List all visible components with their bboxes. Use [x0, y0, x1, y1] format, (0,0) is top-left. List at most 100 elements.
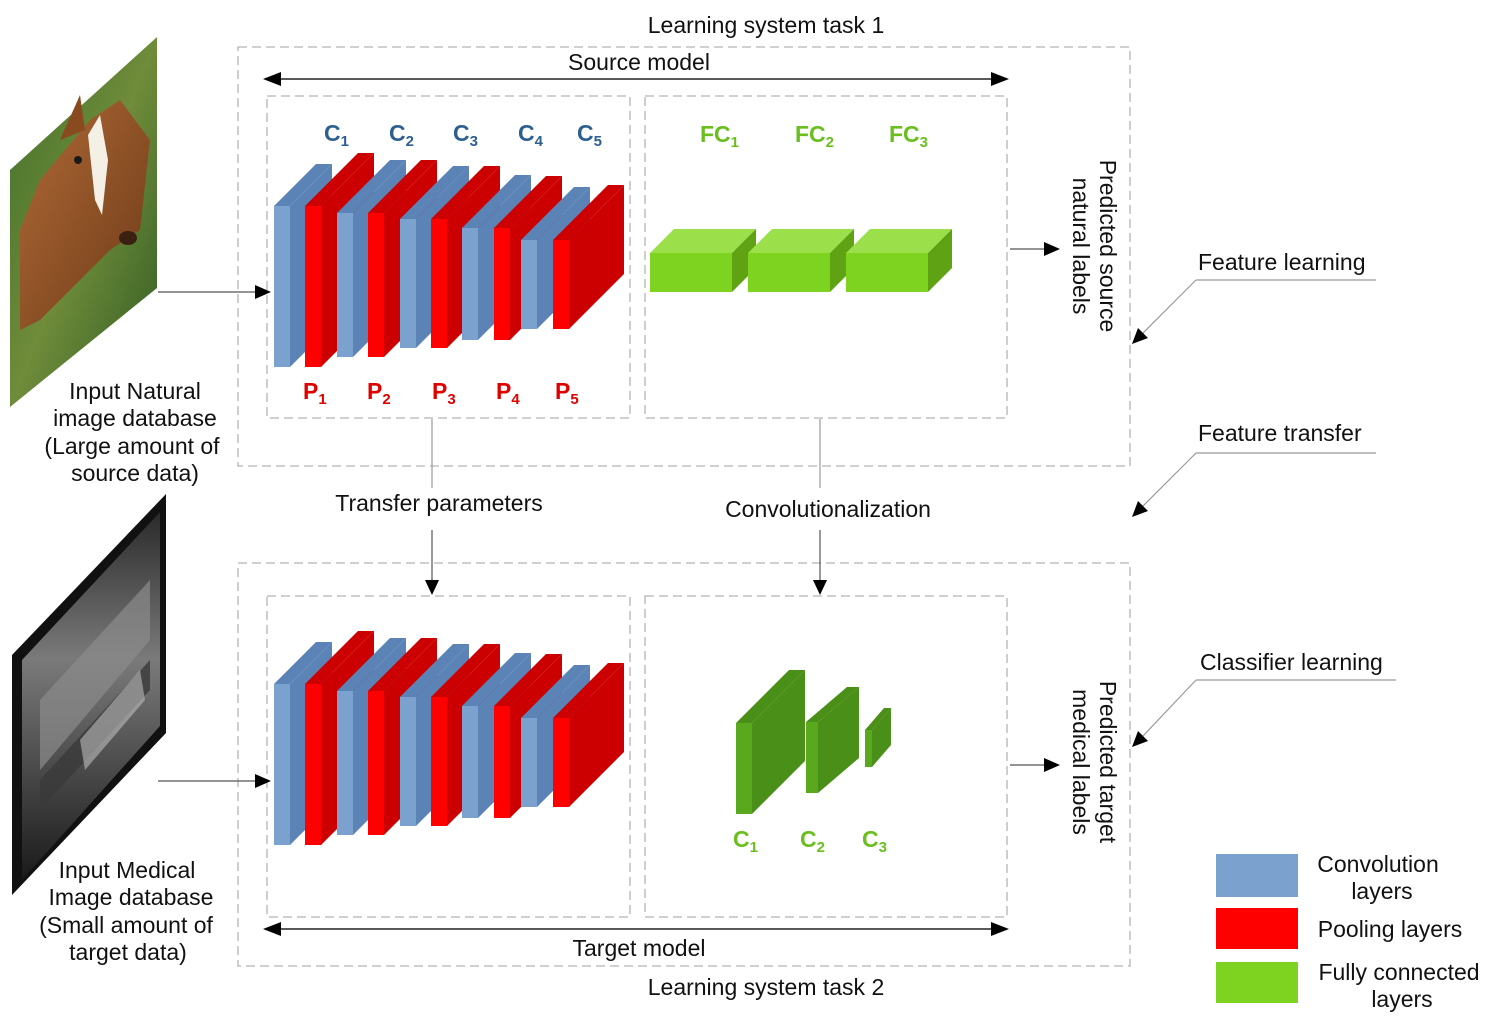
task1-box — [237, 46, 1131, 467]
legend-fc-label-2: layers — [1371, 986, 1432, 1012]
label-c5: C5 — [577, 120, 602, 150]
label-fc1: FC1 — [700, 121, 739, 151]
pool-layer-1-front — [305, 684, 321, 845]
pool-layer-5-front — [553, 718, 569, 807]
conv-layer-5-top — [521, 665, 590, 718]
target-conv-block-3-top — [865, 708, 891, 730]
transfer-parameters-label: Transfer parameters — [335, 490, 543, 516]
target-conv-block-3-side — [872, 708, 891, 767]
label-tc3: C3 — [862, 826, 887, 856]
conv-layer-4-top — [462, 175, 531, 228]
pool-layer-3-front — [431, 697, 447, 826]
conv-layer-2-front — [337, 213, 353, 357]
pool-layer-3-top — [431, 166, 500, 219]
convolutionalization-label: Convolutionalization — [725, 496, 931, 522]
conv-layer-1-front — [274, 206, 290, 367]
label-p3: P3 — [432, 378, 456, 408]
convolutionalization-connector — [813, 419, 827, 595]
conv-layer-3-front — [400, 219, 416, 348]
conv-layer-1-top — [274, 642, 332, 684]
source-fc-box — [644, 95, 1008, 419]
pool-layer-5-side — [569, 185, 624, 329]
pool-layer-4-top — [494, 176, 562, 228]
target-c-box — [644, 595, 1008, 918]
target-model-arrow — [263, 922, 1009, 936]
output-arrow-source — [1010, 242, 1060, 256]
conv-layer-4-front — [462, 706, 478, 818]
conv-layer-5-top — [521, 187, 590, 240]
legend-fc-label: Fully connected — [1318, 959, 1479, 985]
conv-layer-1-front — [274, 684, 290, 845]
label-c2: C2 — [389, 120, 414, 150]
fc-labels: FC1 FC2 FC3 — [700, 121, 928, 151]
ultrasound-image — [12, 494, 166, 895]
label-p1: P1 — [303, 378, 327, 408]
target-model-label: Target model — [573, 935, 706, 961]
label-tc2: C2 — [800, 826, 825, 856]
conv-layer-3-top — [400, 166, 469, 219]
pool-layer-1-front — [305, 206, 321, 367]
target-c-labels: C1 C2 C3 — [733, 826, 887, 856]
pool-layer-4-front — [494, 228, 510, 340]
fc-block-2-front — [748, 253, 830, 292]
fc-block-1-front — [650, 253, 732, 292]
task1-title: Learning system task 1 — [648, 12, 885, 38]
source-conv-labels: C1 C2 C3 C4 C5 — [324, 120, 602, 150]
feature-transfer-callout: Feature transfer — [1132, 420, 1376, 517]
feature-transfer-label: Feature transfer — [1198, 420, 1362, 446]
task2-box — [237, 562, 1131, 967]
svg-text:Input Natural: Input Natural — [69, 378, 201, 404]
target-conv-pool-stack — [274, 631, 624, 845]
classifier-learning-callout: Classifier learning — [1132, 649, 1396, 747]
feature-learning-callout: Feature learning — [1132, 249, 1376, 344]
pool-layer-2-top — [368, 160, 437, 213]
source-pool-labels: P1 P2 P3 P4 P5 — [303, 378, 579, 408]
pool-layer-5-front — [553, 240, 569, 329]
fc-block-2-top — [748, 229, 854, 253]
legend-pooling-label: Pooling layers — [1318, 916, 1462, 942]
conv-layer-5-front — [521, 240, 537, 329]
fc-block-1-top — [650, 229, 756, 253]
pool-layer-2-front — [368, 691, 384, 835]
pool-layer-3-front — [431, 219, 447, 348]
pool-layer-2-front — [368, 213, 384, 357]
conv-layer-2-top — [337, 638, 406, 691]
transfer-parameters-connector — [425, 419, 439, 595]
pool-layer-1-top — [305, 153, 374, 206]
svg-text:Predicted source: Predicted source — [1095, 160, 1121, 333]
svg-text:target data): target data) — [69, 939, 187, 965]
input-natural-label: Input Natural image database (Large amou… — [44, 378, 220, 486]
label-fc3: FC3 — [889, 121, 928, 151]
conv-layer-2-front — [337, 691, 353, 835]
input-arrow-natural — [158, 285, 271, 299]
pool-layer-4-front — [494, 706, 510, 818]
input-medical-label: Input Medical Image database (Small amou… — [39, 857, 213, 965]
svg-text:image database: image database — [53, 405, 217, 431]
legend-convolution-label-2: layers — [1351, 878, 1412, 904]
legend-swatch-fully-connected — [1216, 962, 1298, 1003]
label-fc2: FC2 — [795, 121, 834, 151]
fc-block-3-side — [928, 229, 952, 292]
target-conv-block-2-side — [818, 687, 859, 793]
conv-layer-4-top — [462, 653, 531, 706]
legend-swatch-pooling — [1216, 908, 1298, 949]
output-arrow-target — [1010, 758, 1060, 772]
target-conv-block-3-front — [865, 730, 872, 767]
pool-layer-1-top — [305, 631, 374, 684]
target-conv-block-1-front — [736, 723, 752, 814]
legend: Convolution layers Pooling layers Fully … — [1216, 851, 1480, 1012]
target-conv-block-1-top — [736, 670, 805, 723]
target-conv-block-1-side — [752, 670, 805, 814]
label-c1: C1 — [324, 120, 349, 150]
conv-layer-2-top — [337, 160, 406, 213]
conv-layer-3-front — [400, 697, 416, 826]
svg-text:Image database: Image database — [49, 884, 214, 910]
target-c-blocks — [736, 670, 891, 814]
svg-text:(Small amount of: (Small amount of — [39, 912, 213, 938]
classifier-learning-label: Classifier learning — [1200, 649, 1383, 675]
conv-layer-4-front — [462, 228, 478, 340]
svg-text:Input Medical: Input Medical — [59, 857, 196, 883]
fc-blocks — [650, 229, 952, 292]
label-c4: C4 — [518, 120, 544, 150]
